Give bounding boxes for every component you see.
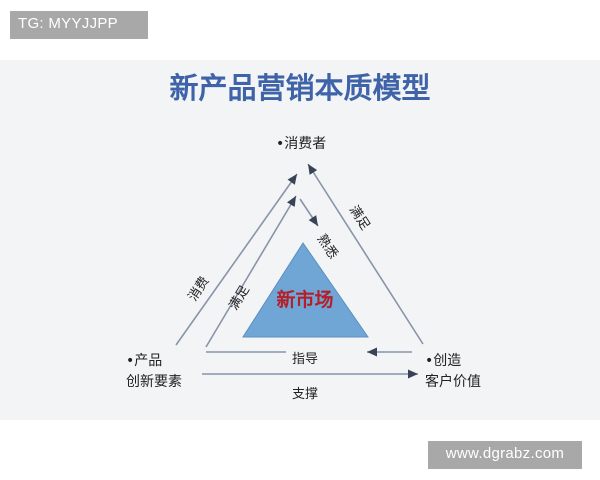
diagram-title: 新产品营销本质模型 (169, 71, 430, 105)
edge-label-inner-left: 满足 (227, 283, 253, 313)
node-left-label-2: 创新要素 (126, 374, 182, 390)
node-right-label-1: •创造 (425, 353, 461, 369)
diagram-background (0, 60, 600, 420)
node-left-label-1: •产品 (126, 353, 162, 369)
edge-inner-right (299, 198, 319, 227)
watermark-bottom: www.dgrabz.com (428, 441, 582, 469)
center-label: 新市场 (276, 288, 333, 311)
edge-outer-right (307, 163, 424, 345)
edge-label-inner-bottom: 指导 (292, 352, 318, 367)
edge-inner-left (205, 195, 297, 348)
edge-label-outer-bottom: 支撑 (292, 387, 318, 402)
node-top-label: •消费者 (276, 136, 326, 152)
watermark-top: TG: MYYJJPP (10, 11, 148, 39)
edge-outer-left (175, 173, 298, 346)
center-triangle (242, 242, 369, 338)
node-right-label-2: 客户价值 (425, 373, 481, 390)
edge-label-inner-right: 熟悉 (314, 231, 342, 262)
